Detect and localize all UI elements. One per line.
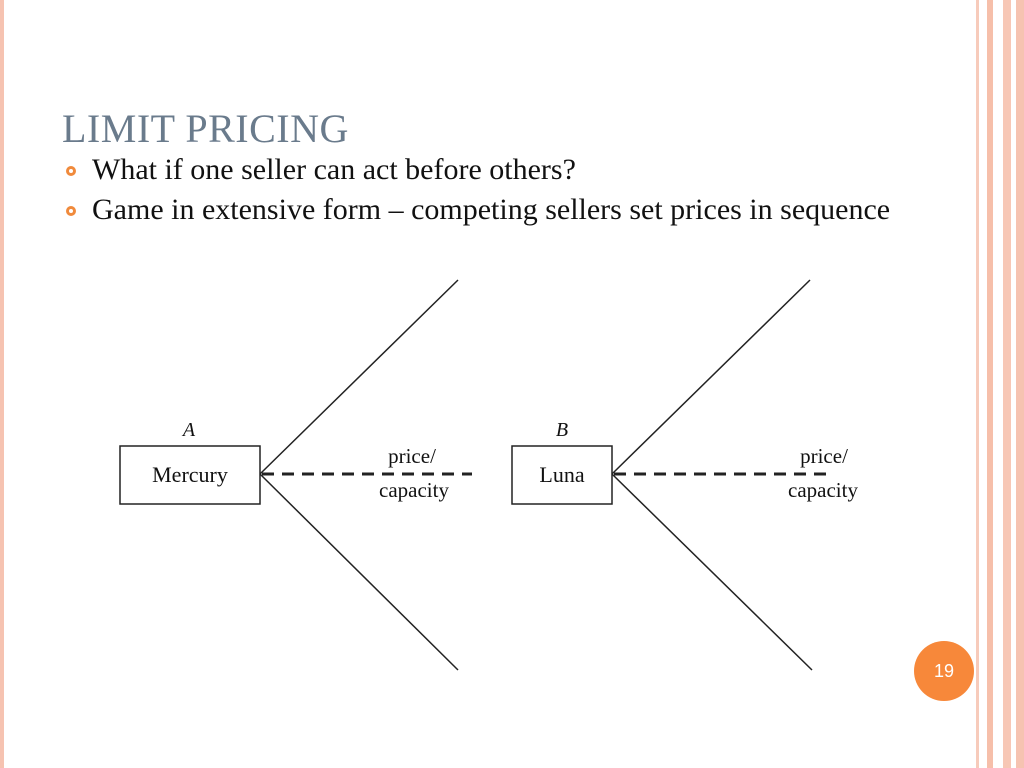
branch-label-capacity-a: capacity xyxy=(379,478,449,502)
bullet-text-2: Game in extensive form – competing selle… xyxy=(92,193,891,226)
bullet-list: What if one seller can act before others… xyxy=(62,153,962,233)
bullet-circle-icon xyxy=(66,166,76,176)
bullet-text-1: What if one seller can act before others… xyxy=(92,153,576,186)
branch-upper-a xyxy=(259,279,459,475)
frame-right-border xyxy=(976,0,1024,768)
bullet-circle-icon xyxy=(66,206,76,216)
branch-upper-b xyxy=(611,279,811,475)
player-label-a: A xyxy=(181,419,196,441)
frame-left-border xyxy=(0,0,4,768)
branch-label-price-a: price/ xyxy=(388,444,436,468)
player-box-luna xyxy=(511,445,613,505)
branch-label-price-b: price/ xyxy=(800,444,848,468)
slide-title: LIMIT PRICING xyxy=(62,106,349,151)
branch-lower-b xyxy=(611,473,813,671)
player-name-luna: Luna xyxy=(539,462,584,487)
page-number-badge: 19 xyxy=(914,641,974,701)
player-label-b: B xyxy=(556,419,568,441)
branch-lower-a xyxy=(259,473,459,671)
bullet-item-1: What if one seller can act before others… xyxy=(62,153,962,187)
bullet-item-2: Game in extensive form – competing selle… xyxy=(62,193,962,227)
branch-label-capacity-b: capacity xyxy=(788,478,858,502)
player-name-mercury: Mercury xyxy=(152,462,228,487)
game-node-a: A Mercury price/ capacity xyxy=(119,279,472,671)
player-box-mercury xyxy=(119,445,261,505)
game-node-b: B Luna price/ capacity xyxy=(511,279,858,671)
